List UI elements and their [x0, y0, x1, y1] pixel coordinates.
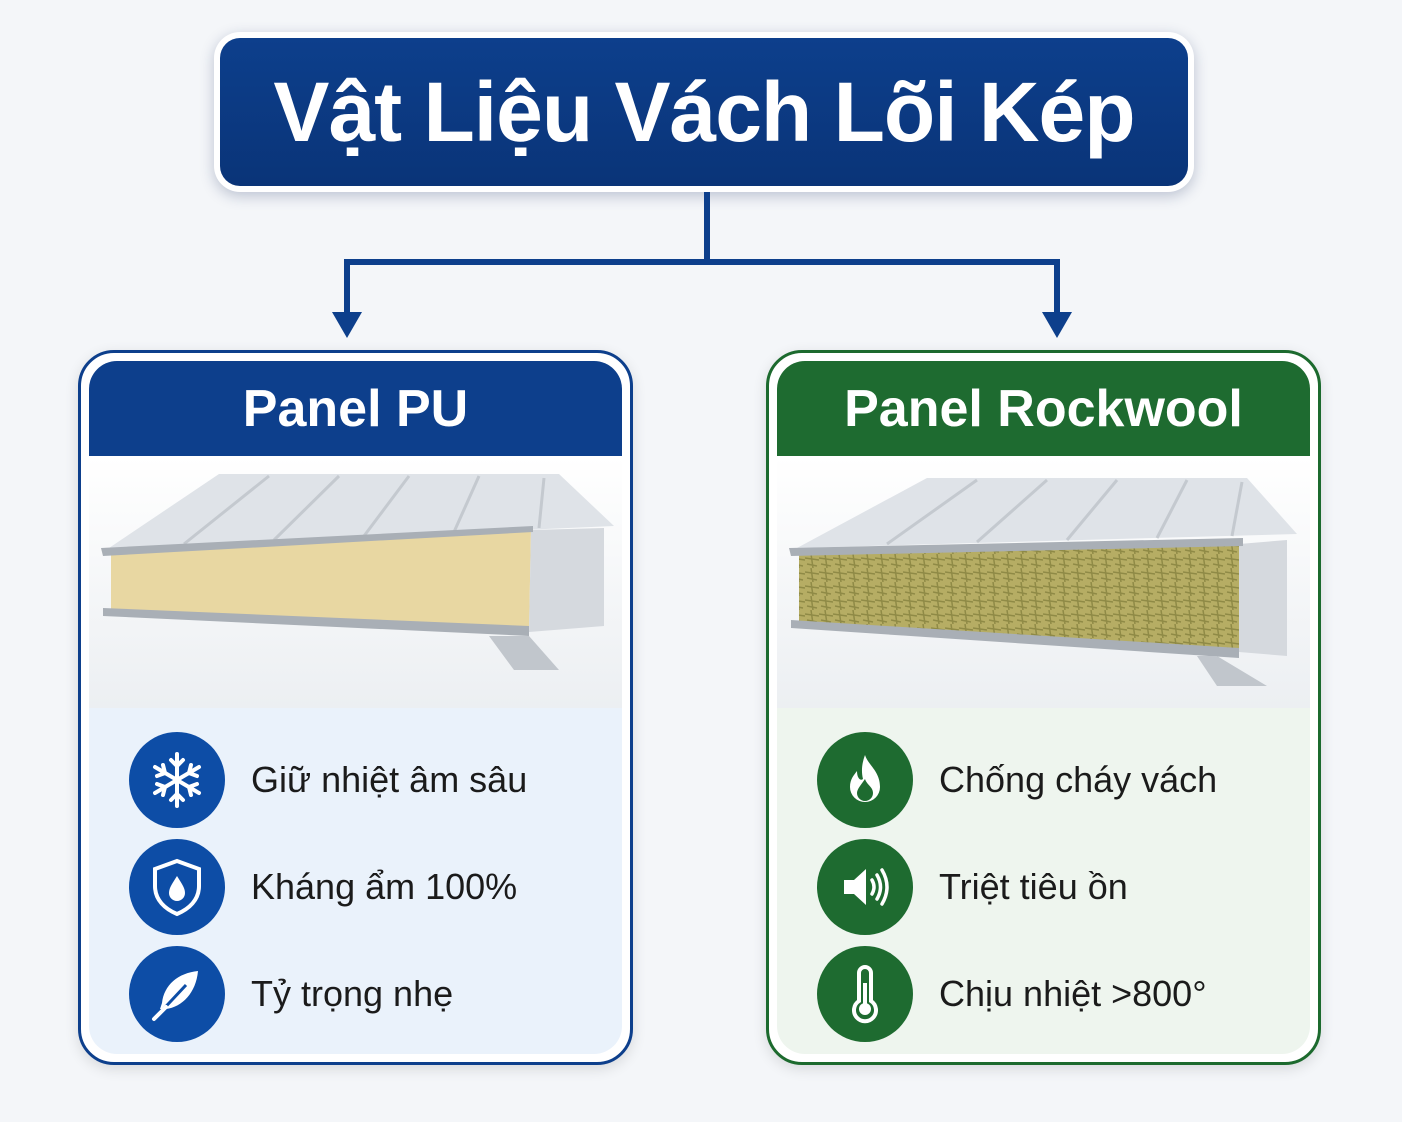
title-box: Vật Liệu Vách Lõi Kép	[214, 32, 1194, 192]
feature-item: Chịu nhiệt >800°	[777, 940, 1310, 1047]
feature-label: Kháng ẩm 100%	[251, 865, 518, 907]
feature-item: Chống cháy vách	[777, 726, 1310, 833]
feature-item: Giữ nhiệt âm sâu	[89, 726, 622, 833]
tree-connectors	[332, 192, 1072, 338]
feature-item: Triệt tiêu ồn	[777, 833, 1310, 940]
card-panel-rockwool: Panel Rockwool	[766, 350, 1321, 1065]
arrow-right-icon	[1042, 312, 1072, 338]
feature-label: Giữ nhiệt âm sâu	[251, 758, 528, 800]
card-title-pu: Panel PU	[89, 361, 622, 456]
feature-label: Tỷ trọng nhẹ	[251, 972, 454, 1014]
feather-icon	[129, 945, 225, 1042]
feature-label: Chịu nhiệt >800°	[939, 972, 1207, 1014]
feature-list-rockwool: Chống cháy vách Triệt tiêu ồn	[777, 708, 1310, 1054]
shield-drop-icon	[129, 838, 225, 935]
thermometer-icon	[817, 945, 913, 1042]
feature-item: Tỷ trọng nhẹ	[89, 940, 622, 1047]
arrow-left-icon	[332, 312, 362, 338]
feature-label: Triệt tiêu ồn	[939, 865, 1128, 907]
speaker-icon	[817, 838, 913, 935]
snowflake-icon	[129, 731, 225, 828]
flame-icon	[817, 731, 913, 828]
card-title-rockwool: Panel Rockwool	[777, 361, 1310, 456]
card-panel-pu: Panel PU	[78, 350, 633, 1065]
rockwool-panel-image	[777, 456, 1310, 708]
page-title: Vật Liệu Vách Lõi Kép	[273, 64, 1135, 159]
title-banner: Vật Liệu Vách Lõi Kép	[220, 38, 1188, 186]
pu-panel-image	[89, 456, 622, 708]
feature-label: Chống cháy vách	[939, 758, 1218, 800]
feature-list-pu: Giữ nhiệt âm sâu Kháng ẩm 100%	[89, 708, 622, 1054]
feature-item: Kháng ẩm 100%	[89, 833, 622, 940]
